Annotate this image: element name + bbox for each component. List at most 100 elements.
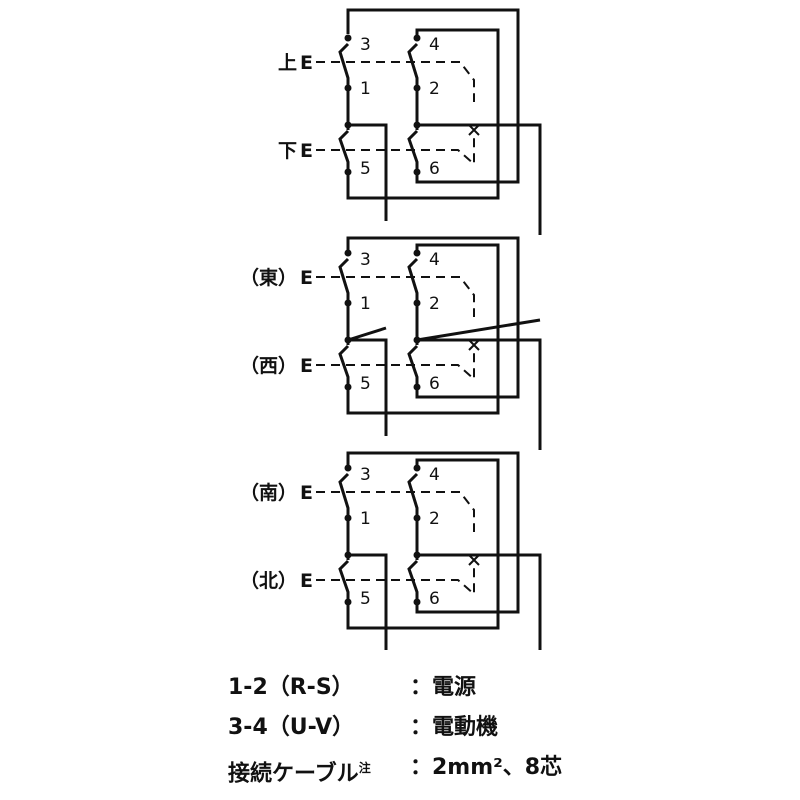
rail-right [417,553,542,650]
mechanical-link-lower [316,351,475,382]
switch-label-upper: 上 [278,52,297,74]
legend-row-motor: 3-4（U-V） ：電動機 [228,708,788,748]
mechanical-link-lower [316,566,475,597]
rail-left [348,338,388,436]
interlock-mark-stroke-b [468,124,480,136]
group-frame-outer [346,8,520,184]
blade-right-upper [407,257,419,303]
terminal-label-left-top: 3 [360,465,371,485]
group-frame-inner [415,28,500,180]
interlock-mark [468,554,480,566]
interlock-mark [468,124,480,136]
switch-label-lower: （北） [240,569,297,592]
blade-left-upper [338,257,350,303]
switch-e-lower: E [300,140,313,162]
switch-label-upper: （東） [240,266,297,289]
contact-right-top [413,249,421,257]
contact-left-bottom [344,299,352,307]
terminal-label-left-lower: 5 [360,589,371,609]
switch-label-lower: 下 [278,140,297,162]
switch-e-lower: E [300,355,313,377]
terminal-label-right-top: 4 [429,465,440,485]
contact-left-lower [344,383,352,391]
terminal-label-left-lower: 5 [360,374,371,394]
terminal-label-right-lower: 6 [429,589,440,609]
contact-right-top [413,34,421,42]
legend-key-motor: 3-4（U-V） [228,715,355,740]
contact-left-top [344,34,352,42]
group-frame-inner [415,243,500,395]
group-frame-bottom [346,602,500,630]
terminal-label-left-top: 3 [360,250,371,270]
blade-left-lower [338,344,350,387]
blade-left-upper [338,42,350,88]
terminal-label-left-bottom: 1 [360,79,371,99]
blade-left-lower [338,129,350,172]
legend-key-cable-note: 注 [358,761,371,775]
blade-right-upper [407,472,419,518]
interlock-mark-stroke-b [468,554,480,566]
blade-right-upper [407,42,419,88]
group-frame-inner [415,458,500,610]
contact-right-bottom [413,514,421,522]
terminal-label-right-top: 4 [429,35,440,55]
terminal-label-right-bottom: 2 [429,294,440,314]
legend: 1-2（R-S） ：電源 3-4（U-V） ：電動機 接続ケーブル注 ：2mm²… [228,668,788,788]
interlock-mark [468,339,480,351]
switch-e-upper: E [300,267,313,289]
contact-left-top [344,249,352,257]
rail-left [348,553,388,650]
contact-right-bottom [413,84,421,92]
blade-right-lower [407,344,419,387]
group-frame-outer [346,236,520,399]
contact-left-lower [344,598,352,606]
blade-right-lower [407,559,419,602]
legend-key-cable-text: 接続ケーブル [228,761,359,787]
mechanical-link-lower [316,136,475,167]
group-frame-bottom [346,172,500,200]
group-frame-bottom [346,387,500,415]
mechanical-link-upper [316,61,475,102]
terminal-label-right-lower: 6 [429,159,440,179]
rail-right [417,123,542,235]
legend-row-power: 1-2（R-S） ：電源 [228,668,788,708]
switch-e-upper: E [300,482,313,504]
terminal-label-right-top: 4 [429,250,440,270]
terminal-label-right-lower: 6 [429,374,440,394]
contact-left-bottom [344,514,352,522]
cross-connect-right [416,318,541,342]
switch-e-upper: E [300,52,313,74]
contact-left-top [344,464,352,472]
contact-right-lower [413,598,421,606]
legend-key-power: 1-2（R-S） [228,675,354,700]
contact-left-lower [344,168,352,176]
legend-row-cable: 接続ケーブル注 ：2mm²、8芯 [228,748,788,788]
rail-left [348,123,388,221]
terminal-label-right-bottom: 2 [429,509,440,529]
group-frame-outer [346,451,520,614]
switch-label-lower: （西） [240,354,297,377]
blade-right-lower [407,129,419,172]
mechanical-link-upper [316,276,475,317]
terminal-label-left-bottom: 1 [360,509,371,529]
terminal-label-right-bottom: 2 [429,79,440,99]
legend-value-power: ：電源 [410,675,477,700]
legend-value-cable: ：2mm²、8芯 [410,755,563,780]
legend-value-motor: ：電動機 [410,715,499,740]
legend-key-cable: 接続ケーブル注 [228,748,371,794]
switch-e-lower: E [300,570,313,592]
mechanical-link-upper [316,491,475,532]
contact-right-lower [413,168,421,176]
terminal-label-left-bottom: 1 [360,294,371,314]
blade-left-upper [338,472,350,518]
contact-right-lower [413,383,421,391]
contact-left-bottom [344,84,352,92]
contact-right-top [413,464,421,472]
rail-right [417,338,542,450]
contact-right-bottom [413,299,421,307]
interlock-mark-stroke-b [468,339,480,351]
